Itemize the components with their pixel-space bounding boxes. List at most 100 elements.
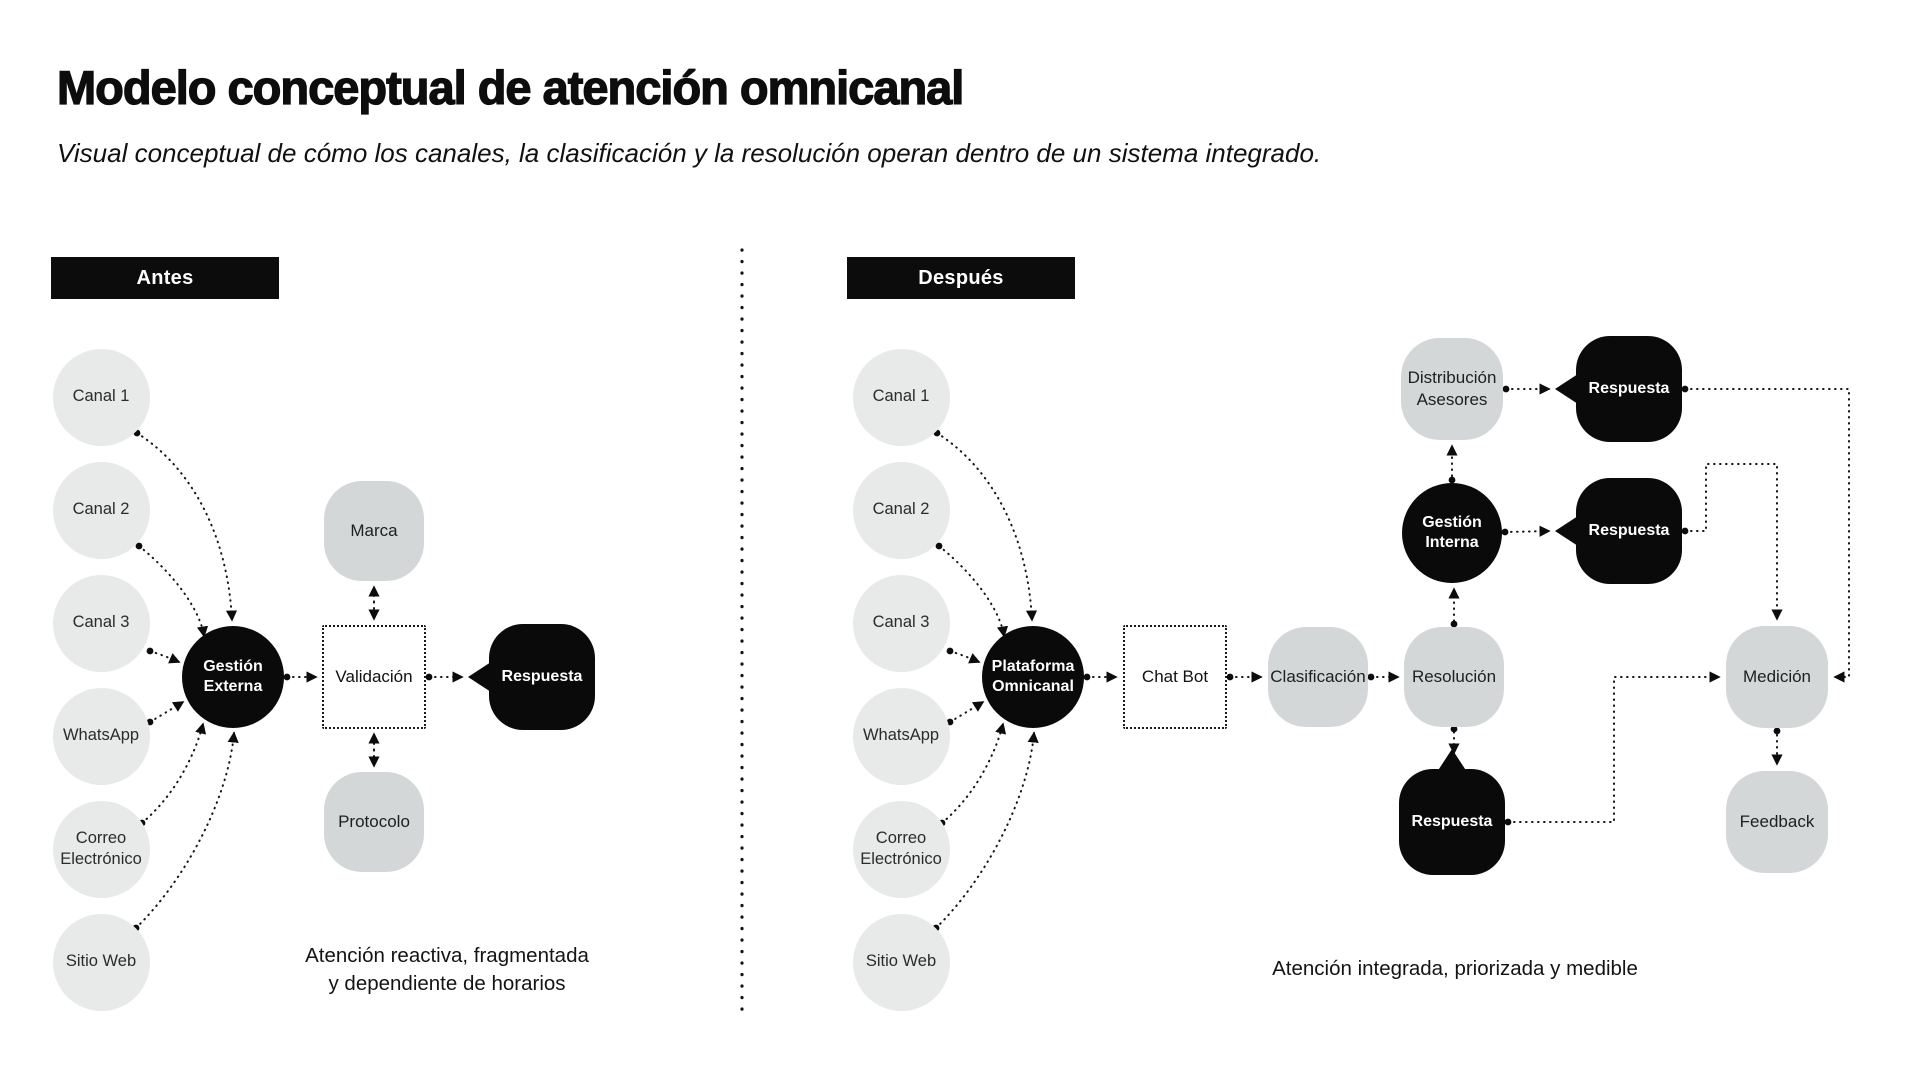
node-respuesta-antes: Respuesta <box>468 624 595 730</box>
node-validacion-label: Validación <box>335 667 413 687</box>
node-respuesta-mid-label: Respuesta <box>1588 521 1670 539</box>
connector-origin-dot <box>1450 725 1458 733</box>
node-respuesta-top: Respuesta <box>1555 336 1682 442</box>
connector-origin-dot <box>1450 620 1458 628</box>
node-whatsapp-despues: WhatsApp <box>852 687 950 785</box>
caption-antes-line2: y dependiente de horarios <box>328 972 566 996</box>
node-protocolo-label: Protocolo <box>338 812 410 832</box>
node-whatsapp-despues-label: WhatsApp <box>862 726 940 745</box>
node-medicion-label: Medición <box>1742 667 1812 687</box>
connector-origin-dot <box>1367 673 1375 681</box>
caption-antes: Atención reactiva, fragmentada y dependi… <box>277 942 617 999</box>
panel-header-despues-label: Después <box>918 266 1004 289</box>
connector-origin-dot <box>146 647 154 655</box>
connector-respuesta-bottom-to-medicion <box>1507 671 1721 823</box>
connector-origin-dot <box>425 673 433 681</box>
page-title: Modelo conceptual de atención omnicanal <box>56 60 965 114</box>
connector-origin-dot <box>1083 673 1091 681</box>
connector-origin-dot <box>1226 673 1234 681</box>
node-whatsapp-antes-label: WhatsApp <box>62 726 140 745</box>
connector-canal3-to-plataforma <box>949 650 981 664</box>
node-clasificacion-label: Clasificación <box>1270 667 1366 687</box>
node-sitioweb-despues: Sitio Web <box>852 913 950 1011</box>
speech-tail-icon <box>1437 749 1467 772</box>
node-chatbot: Chat Bot <box>1123 625 1227 729</box>
node-canal1-despues-label: Canal 1 <box>872 387 930 406</box>
connector-gestion-interna-to-respuesta-mid <box>1504 525 1551 537</box>
node-respuesta-top-label: Respuesta <box>1588 379 1670 397</box>
caption-despues-line: Atención integrada, priorizada y medible <box>1272 957 1638 980</box>
node-resolucion: Resolución <box>1404 627 1504 727</box>
connector-origin-dot <box>1448 476 1456 484</box>
connector-correo-to-gestion-externa <box>141 722 207 824</box>
node-medicion: Medición <box>1726 626 1828 728</box>
node-whatsapp-antes: WhatsApp <box>52 687 150 785</box>
connector-origin-dot <box>1501 528 1509 536</box>
node-canal3-despues-label: Canal 3 <box>872 613 930 632</box>
connector-canal3-to-gestion-externa <box>149 650 181 664</box>
connector-origin-dot <box>1681 527 1689 535</box>
node-canal1-antes-label: Canal 1 <box>72 387 130 406</box>
connector-origin-dot <box>1681 385 1689 393</box>
connector-origin-dot <box>283 673 291 681</box>
panel-header-antes: Antes <box>51 257 279 299</box>
node-canal3-antes: Canal 3 <box>52 574 150 672</box>
node-chatbot-label: Chat Bot <box>1141 667 1209 687</box>
connector-origin-dot <box>935 542 943 550</box>
speech-tail-icon <box>1555 374 1578 404</box>
node-canal3-despues: Canal 3 <box>852 574 950 672</box>
speech-tail-icon <box>1555 516 1578 546</box>
node-sitioweb-antes: Sitio Web <box>52 913 150 1011</box>
connector-canal1-to-plataforma <box>936 432 1038 622</box>
node-clasificacion: Clasificación <box>1268 627 1368 727</box>
connector-whatsapp-to-plataforma <box>949 701 985 723</box>
connector-respuesta-mid-to-medicion <box>1684 463 1783 621</box>
connector-origin-dot <box>1504 818 1512 826</box>
caption-antes-line1: Atención reactiva, fragmentada <box>305 944 589 967</box>
node-respuesta-antes-label: Respuesta <box>501 667 583 685</box>
node-canal1-antes: Canal 1 <box>52 348 150 446</box>
connector-sitioweb-to-plataforma <box>935 731 1039 929</box>
node-respuesta-mid: Respuesta <box>1555 478 1682 584</box>
connector-origin-dot <box>1502 385 1510 393</box>
node-marca-label: Marca <box>350 521 398 541</box>
node-canal1-despues: Canal 1 <box>852 348 950 446</box>
connector-whatsapp-to-gestion-externa <box>149 701 185 723</box>
caption-despues: Atención integrada, priorizada y medible <box>1235 955 1675 983</box>
node-sitioweb-antes-label: Sitio Web <box>65 952 137 971</box>
node-respuesta-bottom-label: Respuesta <box>1411 812 1493 830</box>
node-respuesta-bottom: Respuesta <box>1399 749 1505 875</box>
node-feedback-label: Feedback <box>1739 812 1815 832</box>
node-protocolo: Protocolo <box>324 772 424 872</box>
connector-origin-dot <box>1773 727 1781 735</box>
panel-header-antes-label: Antes <box>136 266 194 289</box>
connector-origin-dot <box>135 542 143 550</box>
node-marca: Marca <box>324 481 424 581</box>
page-subtitle: Visual conceptual de cómo los canales, l… <box>57 138 1322 168</box>
node-feedback: Feedback <box>1726 771 1828 873</box>
connector-canal1-to-gestion-externa <box>136 432 238 622</box>
connector-sitioweb-to-gestion-externa <box>135 731 239 929</box>
connector-correo-to-plataforma <box>941 722 1007 824</box>
node-canal2-despues-label: Canal 2 <box>872 500 930 519</box>
node-resolucion-label: Resolución <box>1411 667 1497 687</box>
speech-tail-icon <box>468 662 491 692</box>
panel-header-despues: Después <box>847 257 1075 299</box>
node-canal2-antes: Canal 2 <box>52 461 150 559</box>
node-canal2-antes-label: Canal 2 <box>72 500 130 519</box>
node-sitioweb-despues-label: Sitio Web <box>865 952 937 971</box>
